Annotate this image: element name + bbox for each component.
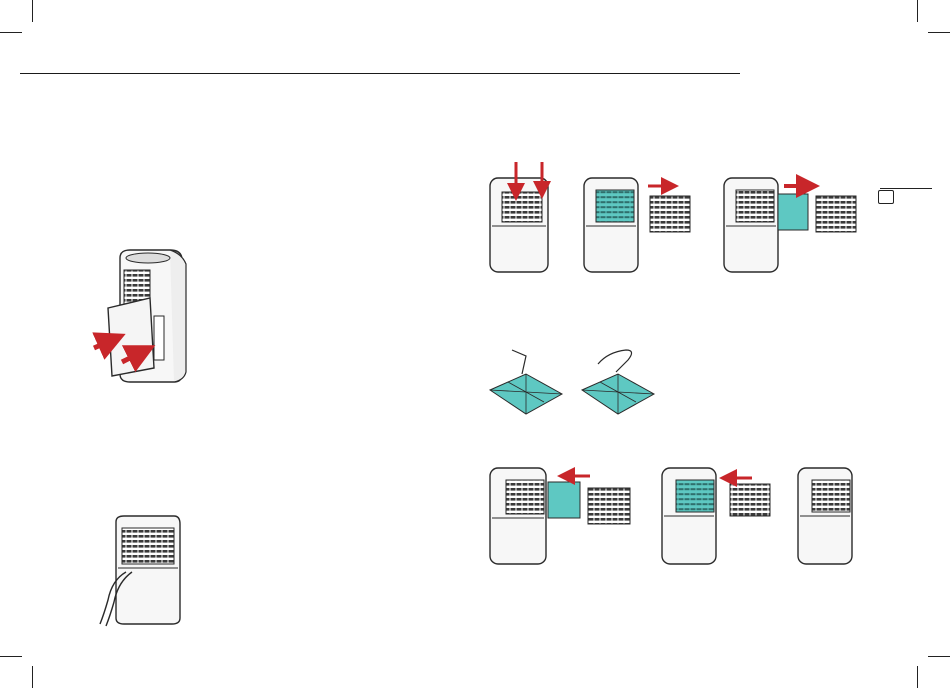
header-rule — [20, 73, 740, 74]
page-tab-marker — [878, 190, 894, 204]
crop-mark-tr-v — [917, 0, 918, 22]
filter-vacuum-illustration — [486, 342, 666, 416]
drain-hose-illustration — [96, 514, 186, 626]
crop-mark-tl-h — [0, 32, 22, 33]
unit-filter-removed — [724, 178, 856, 272]
refit-step-2 — [662, 468, 770, 564]
water-tank-insert-illustration — [90, 248, 190, 384]
crop-mark-tl-v — [32, 0, 33, 22]
filter-removal-illustration — [486, 160, 866, 275]
vacuum-filter-left — [490, 350, 562, 414]
unit-with-grille-a — [490, 162, 548, 272]
page-tab-line — [880, 188, 932, 189]
vacuum-filter-right — [582, 350, 654, 414]
filter-refit-illustration — [486, 462, 866, 566]
crop-mark-bl-v — [32, 666, 33, 688]
crop-mark-tr-h — [928, 32, 950, 33]
unit-filter-exposed — [584, 178, 690, 272]
refit-step-1 — [490, 468, 630, 564]
refit-step-3 — [798, 468, 852, 564]
crop-mark-br-v — [917, 666, 918, 688]
crop-mark-bl-h — [0, 656, 22, 657]
crop-mark-br-h — [928, 656, 950, 657]
